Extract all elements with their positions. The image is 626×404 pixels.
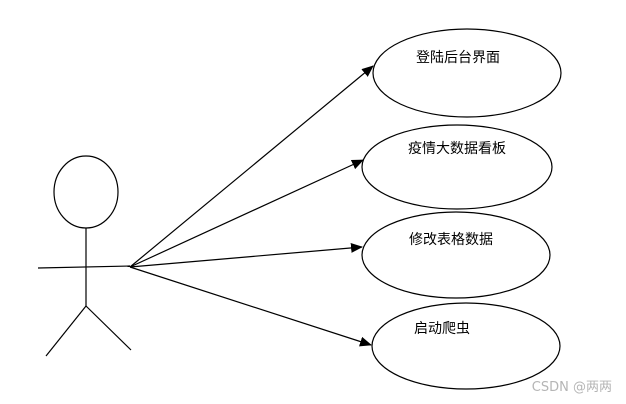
use-case-label: 登陆后台界面 — [416, 50, 500, 66]
use-case-crawler: 启动爬虫 — [371, 302, 561, 390]
watermark: CSDN @两两 — [532, 380, 612, 395]
actor — [37, 155, 132, 357]
association-arrow-login — [129, 65, 374, 268]
use-case-dashboard: 疫情大数据看板 — [361, 124, 553, 210]
use-case-label: 修改表格数据 — [409, 232, 493, 248]
actor-arms — [37, 265, 131, 269]
use-case-login: 登陆后台界面 — [372, 28, 562, 118]
use-case-edit-table: 修改表格数据 — [361, 211, 551, 299]
actor-left-leg — [45, 305, 87, 357]
actor-head — [53, 155, 119, 229]
association-arrow-edit-table — [129, 242, 363, 268]
association-arrow-dashboard — [129, 159, 364, 268]
use-case-label: 疫情大数据看板 — [408, 141, 506, 157]
actor-right-leg — [85, 305, 132, 351]
use-case-label: 启动爬虫 — [414, 321, 470, 337]
association-arrow-crawler — [129, 266, 372, 347]
